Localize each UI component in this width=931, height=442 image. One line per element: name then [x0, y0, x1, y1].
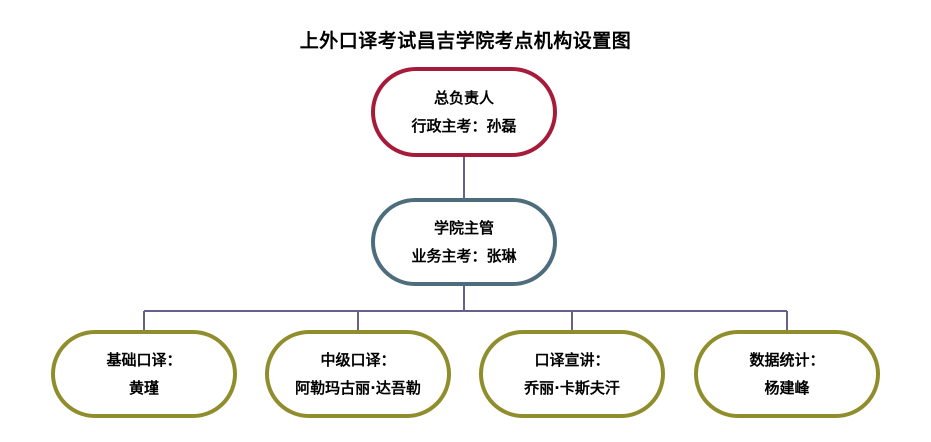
- node-leaf-role: 中级口译：: [320, 350, 396, 369]
- node-leaf-role: 口译宣讲：: [534, 350, 610, 369]
- node-interpretation-promotion: 口译宣讲： 乔丽·卡斯夫汗: [479, 330, 665, 418]
- node-supervisor: 学院主管 业务主考：张琳: [371, 198, 557, 286]
- node-chief-person: 行政主考：孙磊: [411, 117, 517, 135]
- node-leaf-person: 阿勒玛古丽·达吾勒: [295, 379, 421, 397]
- node-basic-interpretation: 基础口译： 黄瑾: [51, 330, 237, 418]
- chart-title: 上外口译考试昌吉学院考点机构设置图: [299, 30, 632, 52]
- node-leaf-person: 杨建峰: [764, 379, 810, 397]
- node-chief-role: 总负责人: [433, 88, 494, 107]
- node-leaf-person: 乔丽·卡斯夫汗: [524, 379, 620, 397]
- node-chief: 总负责人 行政主考：孙磊: [371, 67, 557, 157]
- node-leaf-role: 基础口译：: [106, 350, 182, 369]
- node-supervisor-person: 业务主考：张琳: [411, 247, 517, 265]
- node-data-statistics: 数据统计： 杨建峰: [694, 330, 880, 418]
- node-intermediate-interpretation: 中级口译： 阿勒玛古丽·达吾勒: [265, 330, 451, 418]
- node-leaf-role: 数据统计：: [749, 350, 825, 369]
- node-supervisor-role: 学院主管: [433, 218, 494, 237]
- node-leaf-person: 黄瑾: [128, 379, 159, 397]
